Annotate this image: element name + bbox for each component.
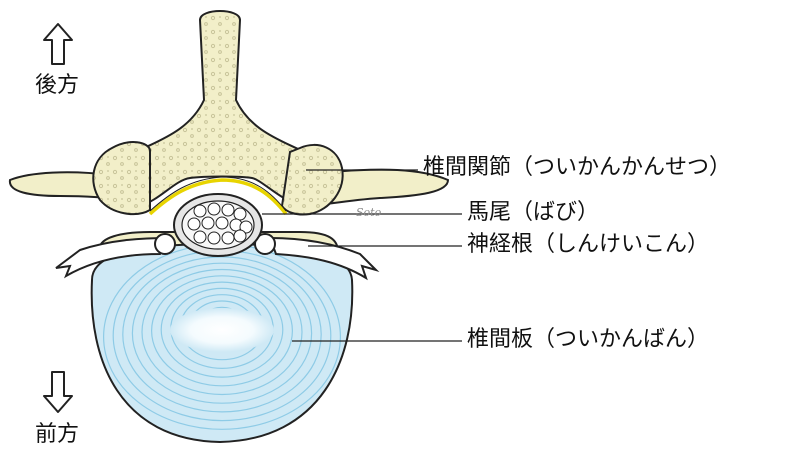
facet-joint-label: 椎間関節（ついかんかんせつ） [423,157,731,179]
nerve-fiber [222,232,234,244]
disc-label: 椎間板（ついかんばん） [467,329,709,351]
nerve-fiber [234,208,246,220]
nerve-fiber [216,217,228,229]
right-facet-joint [282,145,343,215]
posterior-label: 後方 [35,75,79,97]
down-arrow-icon [44,372,72,412]
nerve-fiber [194,205,206,217]
nerve-fiber [222,204,234,216]
up-arrow-icon [44,24,72,64]
intervertebral-disc [92,244,353,442]
nerve-fiber [208,203,220,215]
nerve-fiber [208,232,220,244]
cauda-equina [174,194,262,256]
left-facet-joint [93,142,150,214]
anterior-label: 前方 [35,424,79,446]
cauda-equina-label: 馬尾（ばび） [467,202,599,224]
left-dorsal-root-ganglion [155,234,175,254]
nerve-root-label: 神経根（しんけいこん） [467,234,709,256]
nerve-fiber [202,217,214,229]
nerve-fiber [194,231,206,243]
nerve-fiber [188,218,200,230]
nerve-fiber [234,230,246,242]
artist-signature: Soto [356,206,382,219]
